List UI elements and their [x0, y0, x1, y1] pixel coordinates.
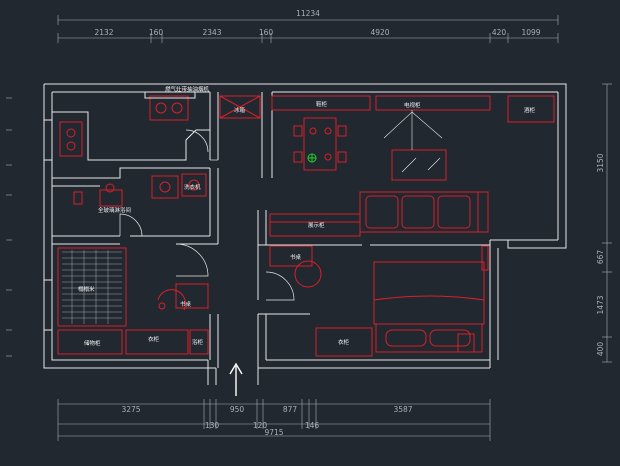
label-closet-left: 衣柜 — [148, 335, 160, 343]
gas-stove — [149, 95, 189, 121]
top-dimensions — [57, 15, 559, 43]
dim-right-1: 3150 — [596, 153, 605, 172]
dim-top-seg-2: 160 — [149, 28, 164, 37]
label-closet-right: 衣柜 — [338, 338, 350, 346]
label-tatami: 榻榻米 — [78, 285, 95, 293]
label-fridge: 冰箱 — [234, 106, 246, 114]
label-bath-small: 浴柜 — [192, 338, 204, 346]
dim-bottom-total: 9715 — [264, 428, 283, 437]
left-ticks — [6, 97, 12, 357]
dim-top-total: 11234 — [296, 9, 320, 18]
wine-cabinet — [507, 95, 555, 123]
dim-top-seg-3: 2343 — [202, 28, 221, 37]
dim-bottom-1: 3275 — [121, 405, 140, 414]
dim-top-seg-5: 4920 — [370, 28, 389, 37]
desk-left — [175, 283, 209, 309]
label-shower-note: 全玻璃淋浴间 — [98, 206, 131, 214]
toilet — [99, 189, 123, 207]
dim-bottom-5: 130 — [205, 421, 220, 430]
dining-table — [303, 117, 337, 171]
dim-top-seg-1: 2132 — [94, 28, 113, 37]
desk-right — [269, 245, 313, 267]
label-wine-cabinet: 酒柜 — [524, 106, 536, 114]
label-kitchen-note: 燃气灶带抽油烟机 — [165, 85, 210, 93]
coffee-table — [391, 149, 447, 181]
dim-top-seg-6: 420 — [492, 28, 507, 37]
bath-sink — [151, 175, 179, 199]
bath-cabinet-small — [189, 329, 209, 355]
dim-bottom-3: 877 — [283, 405, 298, 414]
green-fixture — [307, 153, 317, 163]
kitchen-sink — [59, 121, 83, 157]
dim-bottom-4: 3587 — [393, 405, 412, 414]
fridge — [219, 95, 261, 119]
tv-lines — [383, 110, 443, 173]
dim-bottom-7: 146 — [305, 421, 320, 430]
shoe-cabinet — [271, 95, 371, 111]
label-shoe-cabinet: 鞋柜 — [316, 100, 328, 108]
washing-machine — [181, 173, 207, 197]
closet-left — [125, 329, 189, 355]
bottom-ticks — [57, 399, 491, 441]
dim-right-2: 667 — [596, 250, 605, 265]
label-washing-machine: 洗衣机 — [184, 183, 201, 191]
top-ticks — [57, 33, 559, 43]
dim-top-seg-7: 1099 — [521, 28, 540, 37]
door-swings — [119, 129, 295, 301]
storage-cabinet — [57, 329, 123, 355]
tatami-pattern — [62, 250, 122, 324]
tv-cabinet — [375, 95, 491, 111]
closet-right — [315, 327, 373, 357]
label-display-cabinet: 展示柜 — [308, 221, 325, 229]
label-desk-right: 书桌 — [290, 253, 302, 261]
walls — [43, 83, 567, 385]
arrow-up-icon — [229, 362, 243, 396]
dim-right-3: 1473 — [596, 295, 605, 314]
display-cabinet — [269, 213, 361, 237]
dim-bottom-6: 120 — [253, 421, 268, 430]
dim-bottom-2: 950 — [230, 405, 245, 414]
right-dimensions — [602, 83, 612, 363]
bottom-dimensions — [57, 399, 491, 441]
dim-right-4: 400 — [596, 342, 605, 357]
label-storage-cabinet: 储物柜 — [84, 339, 101, 347]
label-desk-left: 书桌 — [180, 300, 192, 308]
label-tv-cabinet: 电视柜 — [404, 101, 421, 109]
furniture — [57, 91, 555, 357]
tatami — [57, 247, 127, 327]
dim-top-seg-4: 160 — [259, 28, 274, 37]
